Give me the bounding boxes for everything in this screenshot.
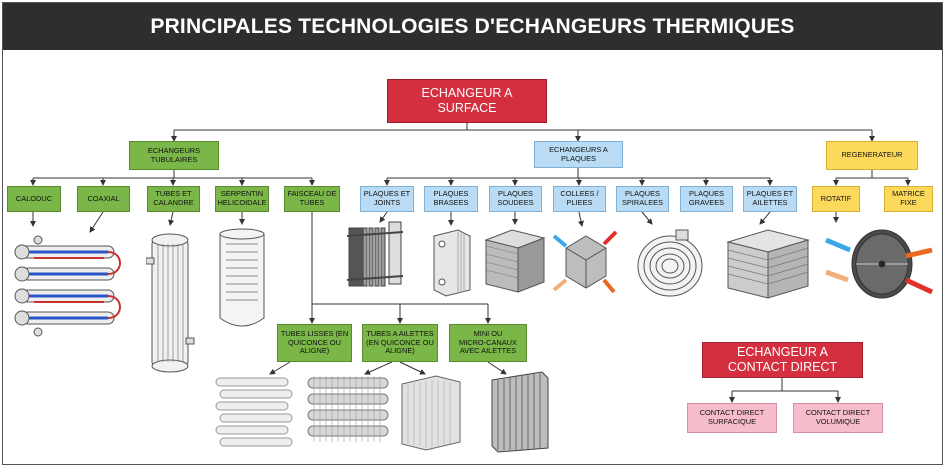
- spiral-plate-illustration: [637, 229, 703, 297]
- category-regenerateur: REGENERATEUR: [826, 141, 918, 170]
- coaxial-exchanger-illustration: [14, 235, 121, 337]
- category-plaques: ECHANGEURS A PLAQUES: [534, 141, 623, 168]
- microchannel-illustration: [491, 371, 549, 453]
- node-plaques-gravees: PLAQUES GRAVEES: [680, 186, 733, 212]
- page-title: PRINCIPALES TECHNOLOGIES D'ECHANGEURS TH…: [3, 3, 942, 50]
- helical-coil-illustration: [219, 228, 265, 327]
- node-plaques-spiralees: PLAQUES SPIRALEES: [616, 186, 669, 212]
- node-contact-surfacique: CONTACT DIRECT SURFACIQUE: [687, 403, 777, 433]
- node-caloduc: CALODUC: [7, 186, 61, 212]
- root-node-direct-contact: ECHANGEUR A CONTACT DIRECT: [702, 342, 863, 378]
- node-plaques-joints: PLAQUES ET JOINTS: [360, 186, 414, 212]
- node-collees-pliees: COLLEES / PLIEES: [553, 186, 606, 212]
- node-plaques-ailettes: PLAQUES ET AILETTES: [743, 186, 797, 212]
- node-micro-canaux: MINI OU MICRO-CANAUX AVEC AILETTES: [449, 324, 527, 362]
- node-plaques-brasees: PLAQUES BRASEES: [424, 186, 478, 212]
- plate-fin-illustration: [726, 229, 810, 299]
- node-rotatif: ROTATIF: [812, 186, 860, 212]
- brazed-plate-illustration: [433, 229, 471, 297]
- node-contact-volumique: CONTACT DIRECT VOLUMIQUE: [793, 403, 883, 433]
- gasketed-plate-illustration: [346, 221, 404, 287]
- smooth-tube-bundle-illustration: [215, 377, 293, 447]
- bonded-folded-illustration: [552, 230, 618, 294]
- node-serpentin: SERPENTIN HELICOIDALE: [215, 186, 269, 212]
- category-tubulaires: ECHANGEURS TUBULAIRES: [129, 141, 219, 170]
- welded-plate-illustration: [484, 229, 546, 293]
- node-matrice-fixe: MATRICE FIXE: [884, 186, 933, 212]
- finned-tube-block-illustration: [401, 375, 461, 451]
- node-tubes-calandre: TUBES ET CALANDRE: [147, 186, 200, 212]
- rotary-wheel-illustration: [825, 229, 934, 299]
- shell-and-tube-illustration: [146, 233, 195, 373]
- node-plaques-soudees: PLAQUES SOUDEES: [489, 186, 542, 212]
- finned-tube-bundle-illustration: [307, 376, 389, 442]
- root-node-surface: ECHANGEUR A SURFACE: [387, 79, 547, 123]
- node-coaxial: COAXIAL: [77, 186, 130, 212]
- node-tubes-lisses: TUBES LISSES (EN QUICONCE OU ALIGNE): [277, 324, 352, 362]
- node-faisceau-tubes: FAISCEAU DE TUBES: [284, 186, 340, 212]
- node-tubes-ailettes: TUBES A AILETTES (EN QUICONCE OU ALIGNE): [362, 324, 438, 362]
